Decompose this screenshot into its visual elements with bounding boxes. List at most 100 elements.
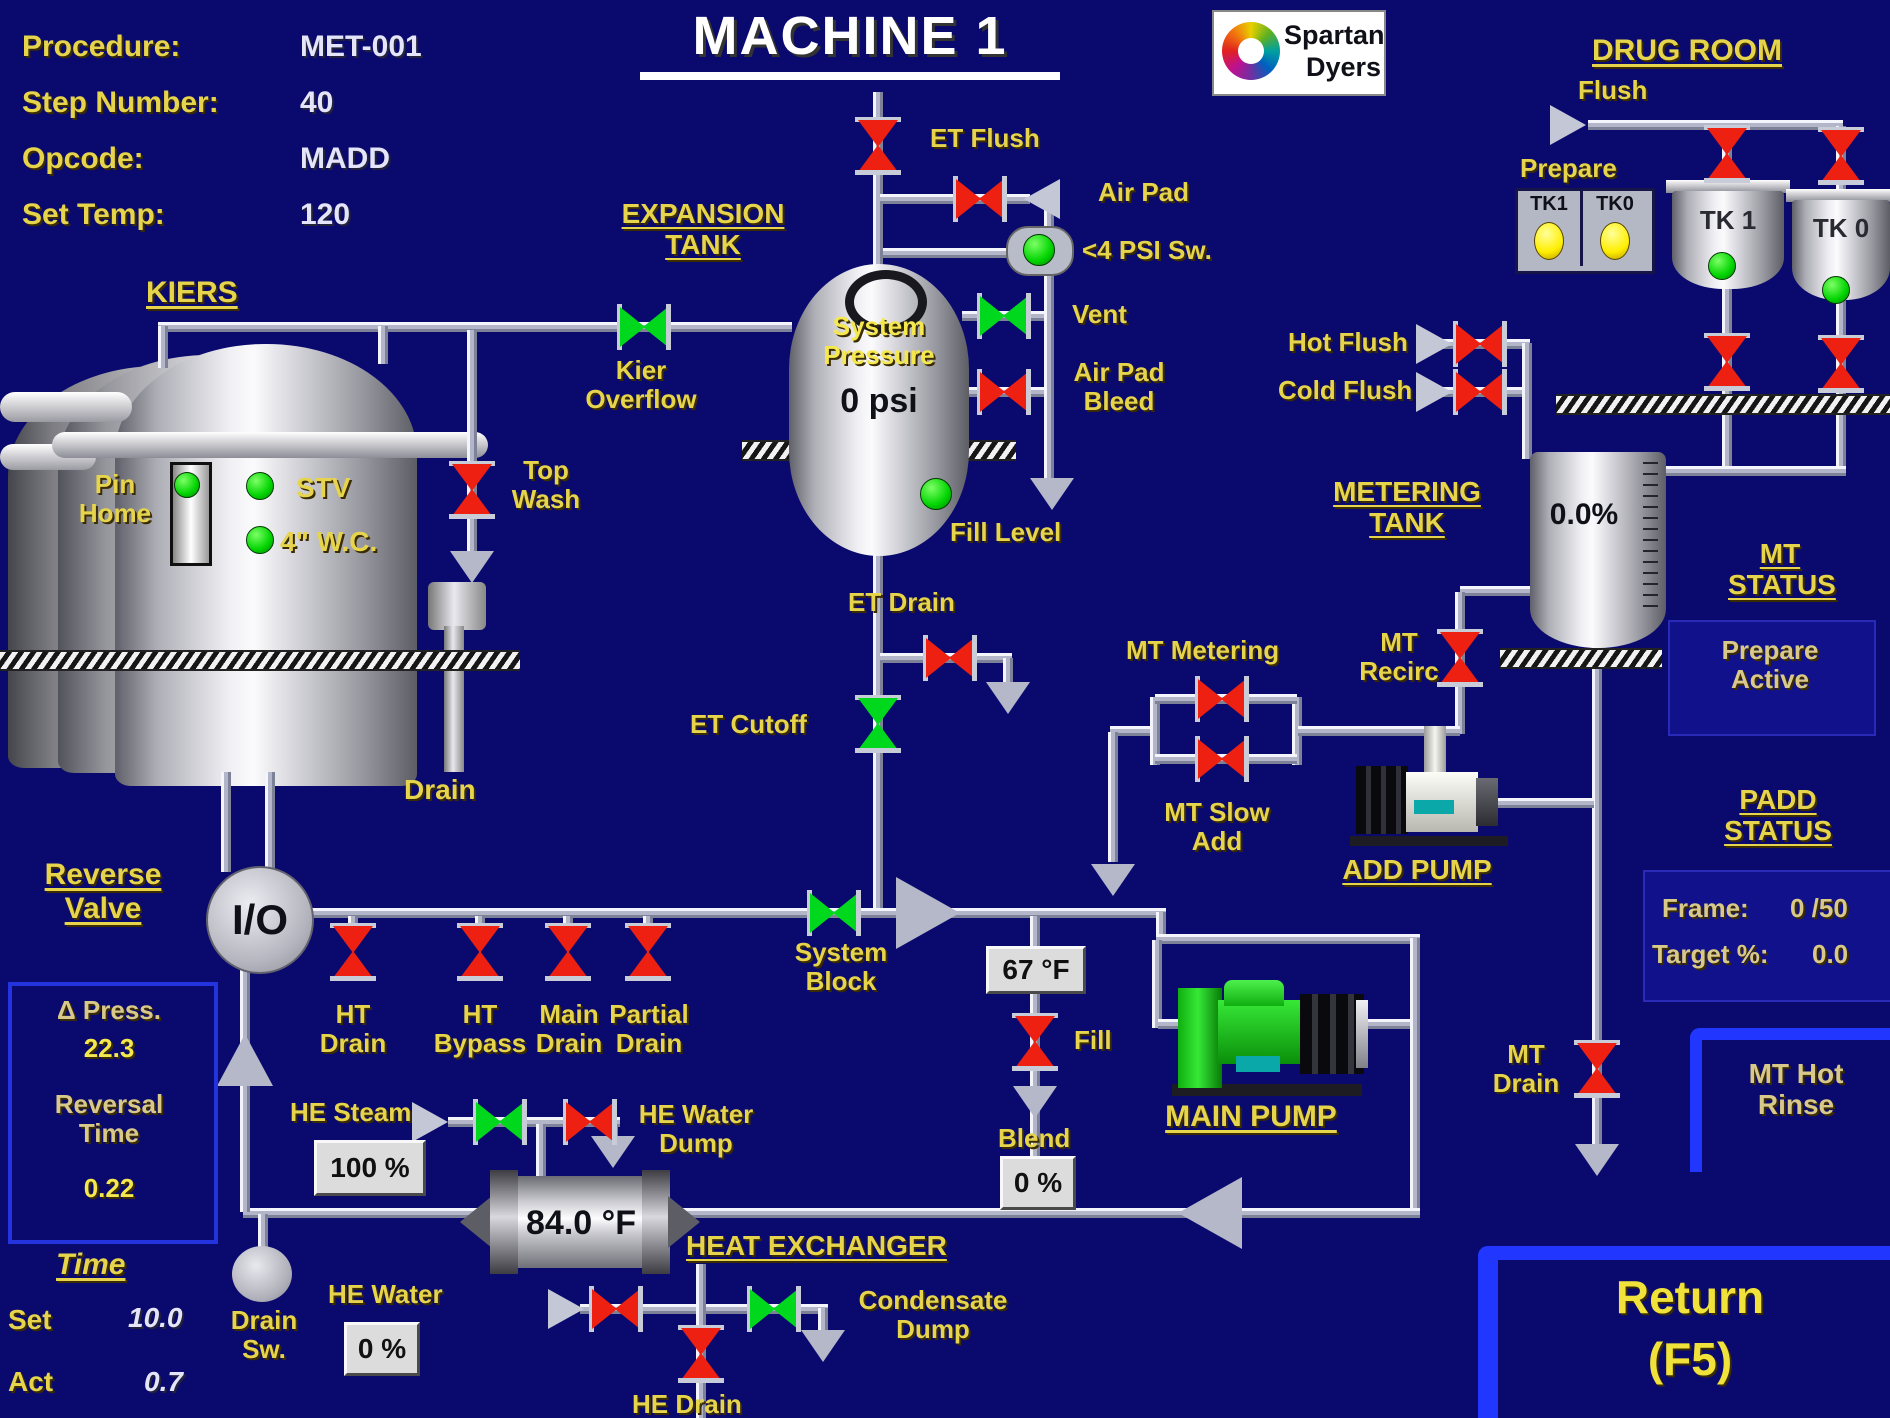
drain-switch-icon[interactable]	[232, 1246, 292, 1302]
pipe-metering-line-left	[1110, 726, 1158, 736]
heat-exchanger-body[interactable]	[518, 1176, 644, 1268]
logo-text-2: Dyers	[1306, 52, 1382, 82]
kier-drain-label: Drain	[404, 774, 476, 805]
pipe-he-steam	[448, 1117, 620, 1127]
logo-text-1: Spartan	[1284, 20, 1385, 50]
main-drain-valve[interactable]	[545, 923, 591, 981]
reverse-flow-arrow-icon	[217, 1034, 273, 1086]
fill-level-label: Fill Level	[950, 517, 1062, 547]
tk1-outlet-valve[interactable]	[1704, 333, 1750, 391]
mt-hot-rinse-button[interactable]	[1690, 1028, 1890, 1172]
he-steam-valve[interactable]	[473, 1099, 527, 1145]
pipe-flush-drop-to-mt	[1522, 343, 1532, 459]
mt-metering-valve-b[interactable]	[1195, 736, 1249, 782]
time-set-label: Set	[8, 1304, 52, 1335]
et-cutoff-valve[interactable]	[855, 695, 901, 753]
return-button-label[interactable]: Return	[1615, 1271, 1765, 1323]
blend-arrow-icon	[1013, 1086, 1057, 1118]
main-pump-label[interactable]: MAIN PUMP	[1165, 1100, 1337, 1133]
he-water-dump-label: HE Water Dump	[638, 1099, 754, 1159]
condensate-dump-valve[interactable]	[747, 1286, 801, 1332]
partial-drain-valve[interactable]	[625, 923, 671, 981]
return-button-key[interactable]: (F5)	[1647, 1333, 1733, 1385]
pipe-drain-sw-stub	[258, 1214, 268, 1250]
mt-status-text: Prepare Active	[1721, 635, 1819, 695]
expansion-tank-heading: EXPANSION TANK	[621, 198, 785, 261]
mt-slow-add-label: MT Slow Add	[1164, 797, 1270, 857]
hot-flush-valve[interactable]	[1453, 321, 1507, 367]
tk0-outlet-valve[interactable]	[1818, 335, 1864, 393]
tk1-indicator	[1708, 252, 1736, 280]
mt-drain-valve[interactable]	[1574, 1040, 1620, 1098]
pipe-hx-steam-down	[536, 1124, 546, 1180]
pipe-main-elbow	[1156, 912, 1166, 944]
add-pump-label[interactable]: ADD PUMP	[1342, 854, 1492, 885]
he-water-dump-valve[interactable]	[563, 1099, 617, 1145]
ht-bypass-valve[interactable]	[457, 923, 503, 981]
et-cutoff-label: ET Cutoff	[690, 709, 807, 739]
mt-hot-rinse-label[interactable]: MT Hot Rinse	[1748, 1058, 1844, 1121]
air-pad-bleed-label: Air Pad Bleed	[1073, 357, 1165, 417]
et-flush-label: ET Flush	[930, 123, 1040, 153]
main-pump[interactable]	[1172, 978, 1368, 1098]
condensate-dump-label: Condensate Dump	[858, 1285, 1008, 1345]
return-button[interactable]	[1478, 1246, 1890, 1418]
add-pump[interactable]	[1350, 726, 1508, 848]
vent-valve[interactable]	[977, 293, 1031, 339]
ht-drain-valve[interactable]	[330, 923, 376, 981]
flush-label: Flush	[1578, 75, 1648, 105]
pipe-main-line	[256, 908, 1166, 918]
hx-left-flange	[490, 1170, 518, 1274]
time-heading: Time	[56, 1248, 126, 1281]
mt-recirc-valve[interactable]	[1437, 629, 1483, 687]
hx-right-flange	[642, 1170, 670, 1274]
expansion-tank-manway-icon	[845, 270, 927, 334]
time-set-value: 10.0	[128, 1302, 183, 1333]
et-flush-valve[interactable]	[855, 117, 901, 175]
ht-bypass-label: HT Bypass	[433, 999, 527, 1059]
kier-overflow-label: Kier Overflow	[585, 355, 697, 415]
reversal-time-value: 0.22	[83, 1173, 135, 1203]
io-reverse-valve[interactable]: I/O	[206, 866, 314, 974]
pipe-et-riser	[873, 92, 883, 272]
tk1-prepare-button[interactable]: TK1	[1530, 193, 1568, 215]
hx-left-cone	[460, 1196, 492, 1248]
blend-label: Blend	[998, 1123, 1071, 1153]
top-wash-valve[interactable]	[449, 461, 495, 519]
fill-valve[interactable]	[1012, 1013, 1058, 1071]
tk0-prepare-button[interactable]: TK0	[1596, 193, 1634, 215]
air-pad-bleed-valve[interactable]	[977, 369, 1031, 415]
kier-overflow-valve[interactable]	[617, 304, 671, 350]
hot-flush-label: Hot Flush	[1288, 327, 1408, 357]
slow-add-arrow-icon	[1091, 864, 1135, 896]
wc-label: 4" W.C.	[280, 526, 378, 557]
et-drain-valve[interactable]	[923, 635, 977, 681]
pipe-bypass-right	[1292, 697, 1302, 765]
main-drain-label: Main Drain	[535, 999, 603, 1059]
blend-readout: 0 %	[1000, 1156, 1076, 1210]
tk1-feed-valve[interactable]	[1704, 125, 1750, 183]
pipe-add-pump-discharge	[1498, 798, 1594, 808]
pipe-pump-discharge	[1350, 1019, 1414, 1029]
pipe-tk-connector	[1663, 466, 1846, 476]
tk0-feed-valve[interactable]	[1818, 127, 1864, 185]
he-drain-valve[interactable]	[678, 1325, 724, 1383]
procedure-value: MET-001	[300, 30, 422, 63]
kier-side-arm	[0, 392, 132, 422]
air-pad-valve[interactable]	[953, 176, 1007, 222]
pipe-pump-loop-right	[1410, 938, 1420, 1218]
system-block-valve[interactable]	[807, 890, 861, 936]
pipe-pump-loop-top	[1156, 934, 1420, 944]
delta-press-panel	[8, 982, 218, 1244]
hx-right-cone	[668, 1196, 700, 1248]
he-steam-inlet-icon	[412, 1102, 448, 1142]
cold-flush-valve[interactable]	[1453, 369, 1507, 415]
air-pad-bleed-arrow-icon	[1030, 478, 1074, 510]
opcode-value: MADD	[300, 142, 390, 175]
kier-rim	[52, 432, 488, 458]
kiers-heading: KIERS	[146, 276, 238, 309]
he-water-valve[interactable]	[589, 1286, 643, 1332]
mt-metering-valve-a[interactable]	[1195, 676, 1249, 722]
psi-switch-indicator	[1023, 234, 1055, 266]
